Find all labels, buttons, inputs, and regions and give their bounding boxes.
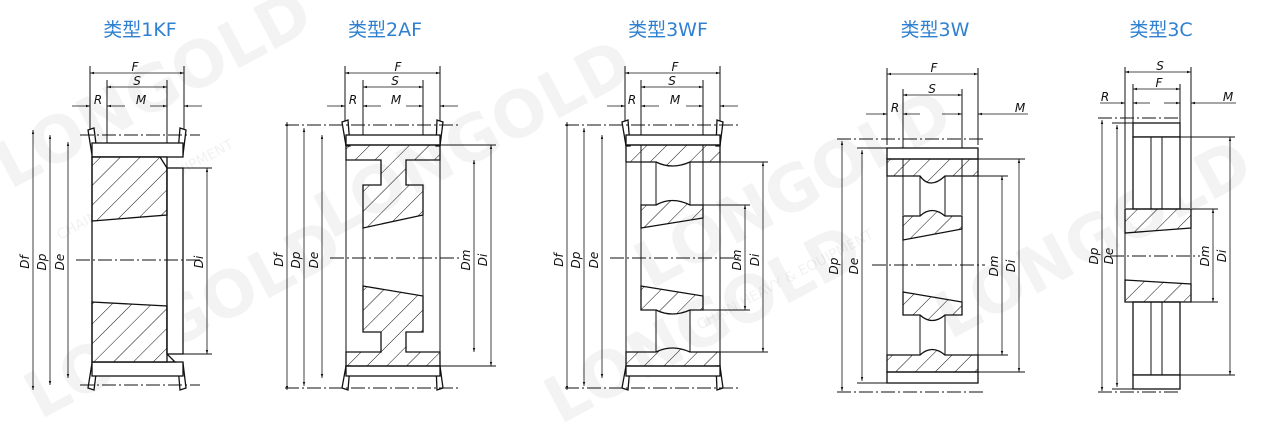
dim-label-dp: Dp [289, 251, 303, 268]
dim-label-di: Di [476, 253, 490, 266]
dim-label-r: R [94, 93, 102, 107]
dim-label-df: Df [272, 251, 286, 266]
dim-label-r: R [891, 101, 899, 115]
dim-label-de: De [307, 252, 321, 269]
dim-label-s: S [668, 74, 676, 88]
dim-label-dp: Dp [569, 251, 583, 268]
diagram-type-1kf: 类型1KF F S R M Df Dp De Di [18, 19, 212, 391]
dim-label-di: Di [1215, 249, 1229, 262]
dim-label-dp: Dp [1087, 247, 1101, 264]
dim-label-di: Di [748, 253, 762, 266]
dim-label-dp: Dp [827, 257, 841, 274]
dim-label-de: De [1102, 248, 1116, 265]
diagram-title: 类型3WF [628, 19, 708, 41]
dim-label-df: Df [18, 253, 32, 268]
diagram-title: 类型2AF [348, 19, 422, 41]
dim-label-m: M [391, 93, 402, 107]
dim-label-r: R [349, 93, 357, 107]
dim-label-s: S [391, 74, 399, 88]
diagram-type-3w: 类型3W F S R M Dp De Dm Di [827, 19, 1028, 393]
dim-label-df: Df [552, 251, 566, 266]
diagram-title: 类型3C [1129, 19, 1192, 41]
dim-label-f: F [395, 60, 403, 74]
dim-label-s: S [928, 82, 936, 96]
dim-label-de: De [53, 254, 67, 271]
diagram-title: 类型3W [901, 19, 970, 41]
dim-label-f: F [931, 61, 939, 75]
diagram-title: 类型1KF [103, 19, 176, 41]
dim-label-s: S [1156, 59, 1164, 73]
dim-label-f: F [1156, 76, 1164, 90]
dim-label-m: M [1223, 90, 1234, 104]
dim-label-de: De [587, 252, 601, 269]
dim-label-dm: Dm [459, 250, 473, 271]
dim-label-dp: Dp [35, 253, 49, 270]
dim-label-de: De [847, 258, 861, 275]
dim-label-r: R [628, 93, 636, 107]
dim-label-di: Di [192, 255, 206, 268]
diagram-type-3wf: 类型3WF F S R M Df Dp De Dm Di [552, 19, 768, 391]
dim-label-m: M [670, 93, 681, 107]
dim-label-m: M [1015, 101, 1026, 115]
dim-label-f: F [672, 60, 680, 74]
dim-label-f: F [132, 60, 140, 74]
dim-label-dm: Dm [1198, 246, 1212, 267]
diagram-type-2af: 类型2AF F S R M Df Dp De Dm Di [272, 19, 496, 391]
dim-label-r: R [1101, 90, 1109, 104]
dim-label-di: Di [1004, 259, 1018, 272]
dim-label-s: S [133, 74, 141, 88]
diagram-type-3c: 类型3C S F R M Dp De Dm Di [1087, 19, 1236, 393]
dim-label-dm: Dm [730, 250, 744, 271]
dim-label-dm: Dm [987, 256, 1001, 277]
dim-label-m: M [136, 93, 147, 107]
